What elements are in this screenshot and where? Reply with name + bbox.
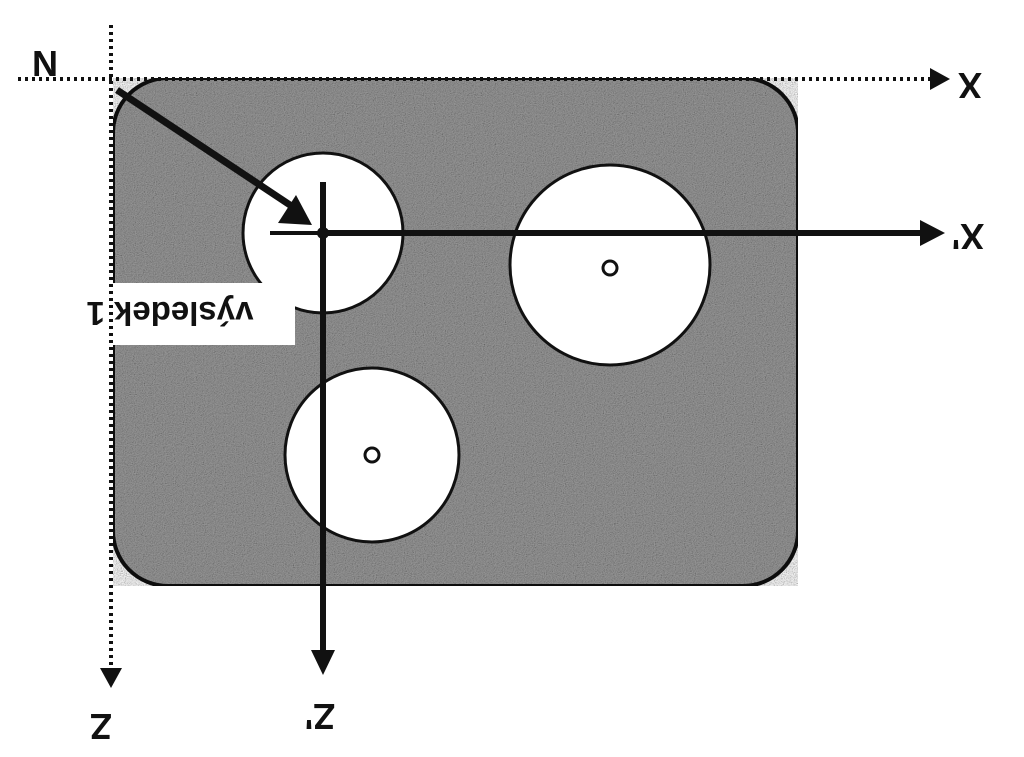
x-axis-arrowhead (930, 68, 950, 90)
reference-arrow-shaft (115, 87, 292, 208)
hole-large (508, 163, 712, 367)
z-prime-axis-arrowhead (311, 650, 335, 675)
result-label-box (50, 283, 295, 345)
label-x: X (958, 65, 982, 106)
hole-medium-center-mark (363, 446, 381, 464)
label-z-prime: Z' (305, 696, 336, 737)
label-z: Z (90, 706, 112, 747)
hole-medium (283, 366, 461, 544)
z-axis-arrowhead (100, 668, 122, 688)
reference-arrow-head (278, 195, 312, 225)
label-x-prime: X' (952, 216, 985, 257)
hole-large-center-mark (601, 259, 619, 277)
label-n: N (32, 43, 58, 84)
result-label: výsledek 1 (87, 295, 254, 332)
x-prime-axis-arrowhead (920, 220, 945, 246)
